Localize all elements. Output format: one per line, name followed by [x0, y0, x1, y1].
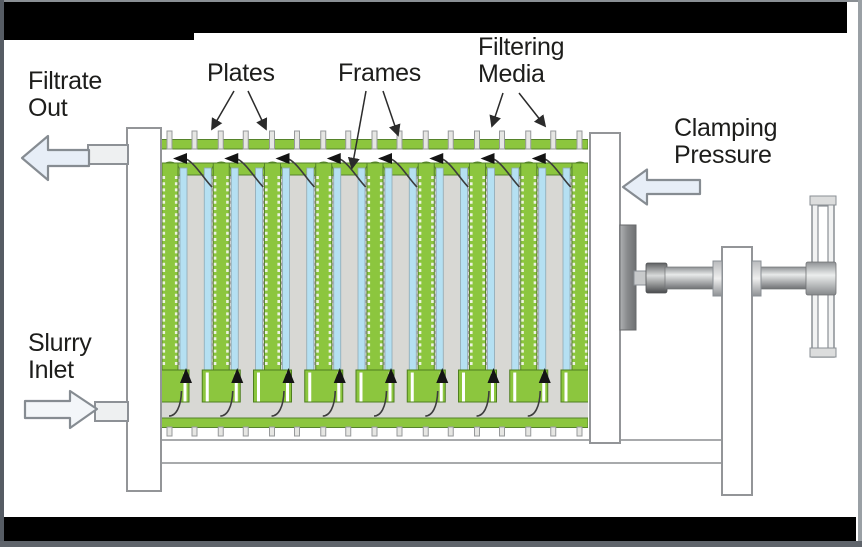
label-slurry-inlet-line2: Inlet: [28, 356, 74, 384]
slurry-inlet-pipe: [94, 401, 129, 422]
window-border-bottom: [0, 541, 862, 547]
label-filtering-media: Filtering Media: [478, 33, 565, 88]
window-border-right: [858, 0, 862, 547]
media-pointer-right: [518, 92, 547, 128]
handwheel-bottom-cap: [809, 347, 837, 358]
label-plates-text: Plates: [207, 59, 275, 87]
frames-pointer-right: [382, 90, 401, 137]
screw-tip: [633, 270, 648, 286]
annotation-arrows: [211, 90, 547, 170]
clamping-mechanism: [619, 195, 837, 496]
label-filtrate-out: Filtrate Out: [28, 68, 102, 122]
label-slurry-inlet: Slurry Inlet: [28, 329, 92, 384]
label-clamping-pressure-line1: Clamping: [674, 114, 778, 142]
label-clamping-pressure: Clamping Pressure: [674, 114, 778, 169]
side-rail: [160, 439, 723, 464]
filter-pack: [161, 129, 588, 438]
redaction-bar-bottom: [3, 517, 856, 541]
plate-frame-stack: [161, 129, 588, 438]
redaction-bar-top-step: [2, 33, 194, 40]
screw-collar: [645, 262, 668, 294]
plates-pointer-left: [211, 90, 235, 131]
window-border-left: [0, 0, 4, 547]
screw-hub: [805, 261, 837, 296]
label-plates: Plates: [207, 60, 275, 87]
slurry-inlet-arrow: [23, 389, 99, 430]
handwheel-top-cap: [809, 195, 837, 206]
movable-head-plate: [589, 132, 621, 444]
clamping-pressure-arrow: [621, 168, 702, 206]
fixed-head-plate: [126, 127, 162, 492]
pack-bottom-bar: [161, 417, 588, 428]
shaft-flange-left: [712, 260, 723, 297]
label-filtering-media-line2: Media: [478, 60, 545, 88]
tail-support-column: [721, 246, 753, 496]
filtrate-outlet-pipe: [87, 144, 129, 165]
filtrate-out-arrow: [20, 134, 91, 182]
plates-pointer-right: [247, 90, 268, 131]
label-filtrate-out-line2: Out: [28, 94, 68, 122]
label-frames: Frames: [338, 60, 421, 87]
label-filtering-media-line1: Filtering: [478, 33, 565, 61]
window-border-top: [0, 0, 862, 2]
label-slurry-inlet-line1: Slurry: [28, 329, 92, 357]
media-pointer-left: [489, 92, 504, 128]
label-clamping-pressure-line2: Pressure: [674, 141, 772, 169]
redaction-bar-top: [2, 2, 847, 33]
shaft-flange-right: [751, 260, 762, 297]
frames-pointer-left: [347, 90, 367, 170]
label-filtrate-out-line1: Filtrate: [28, 67, 103, 95]
label-frames-text: Frames: [338, 59, 421, 87]
